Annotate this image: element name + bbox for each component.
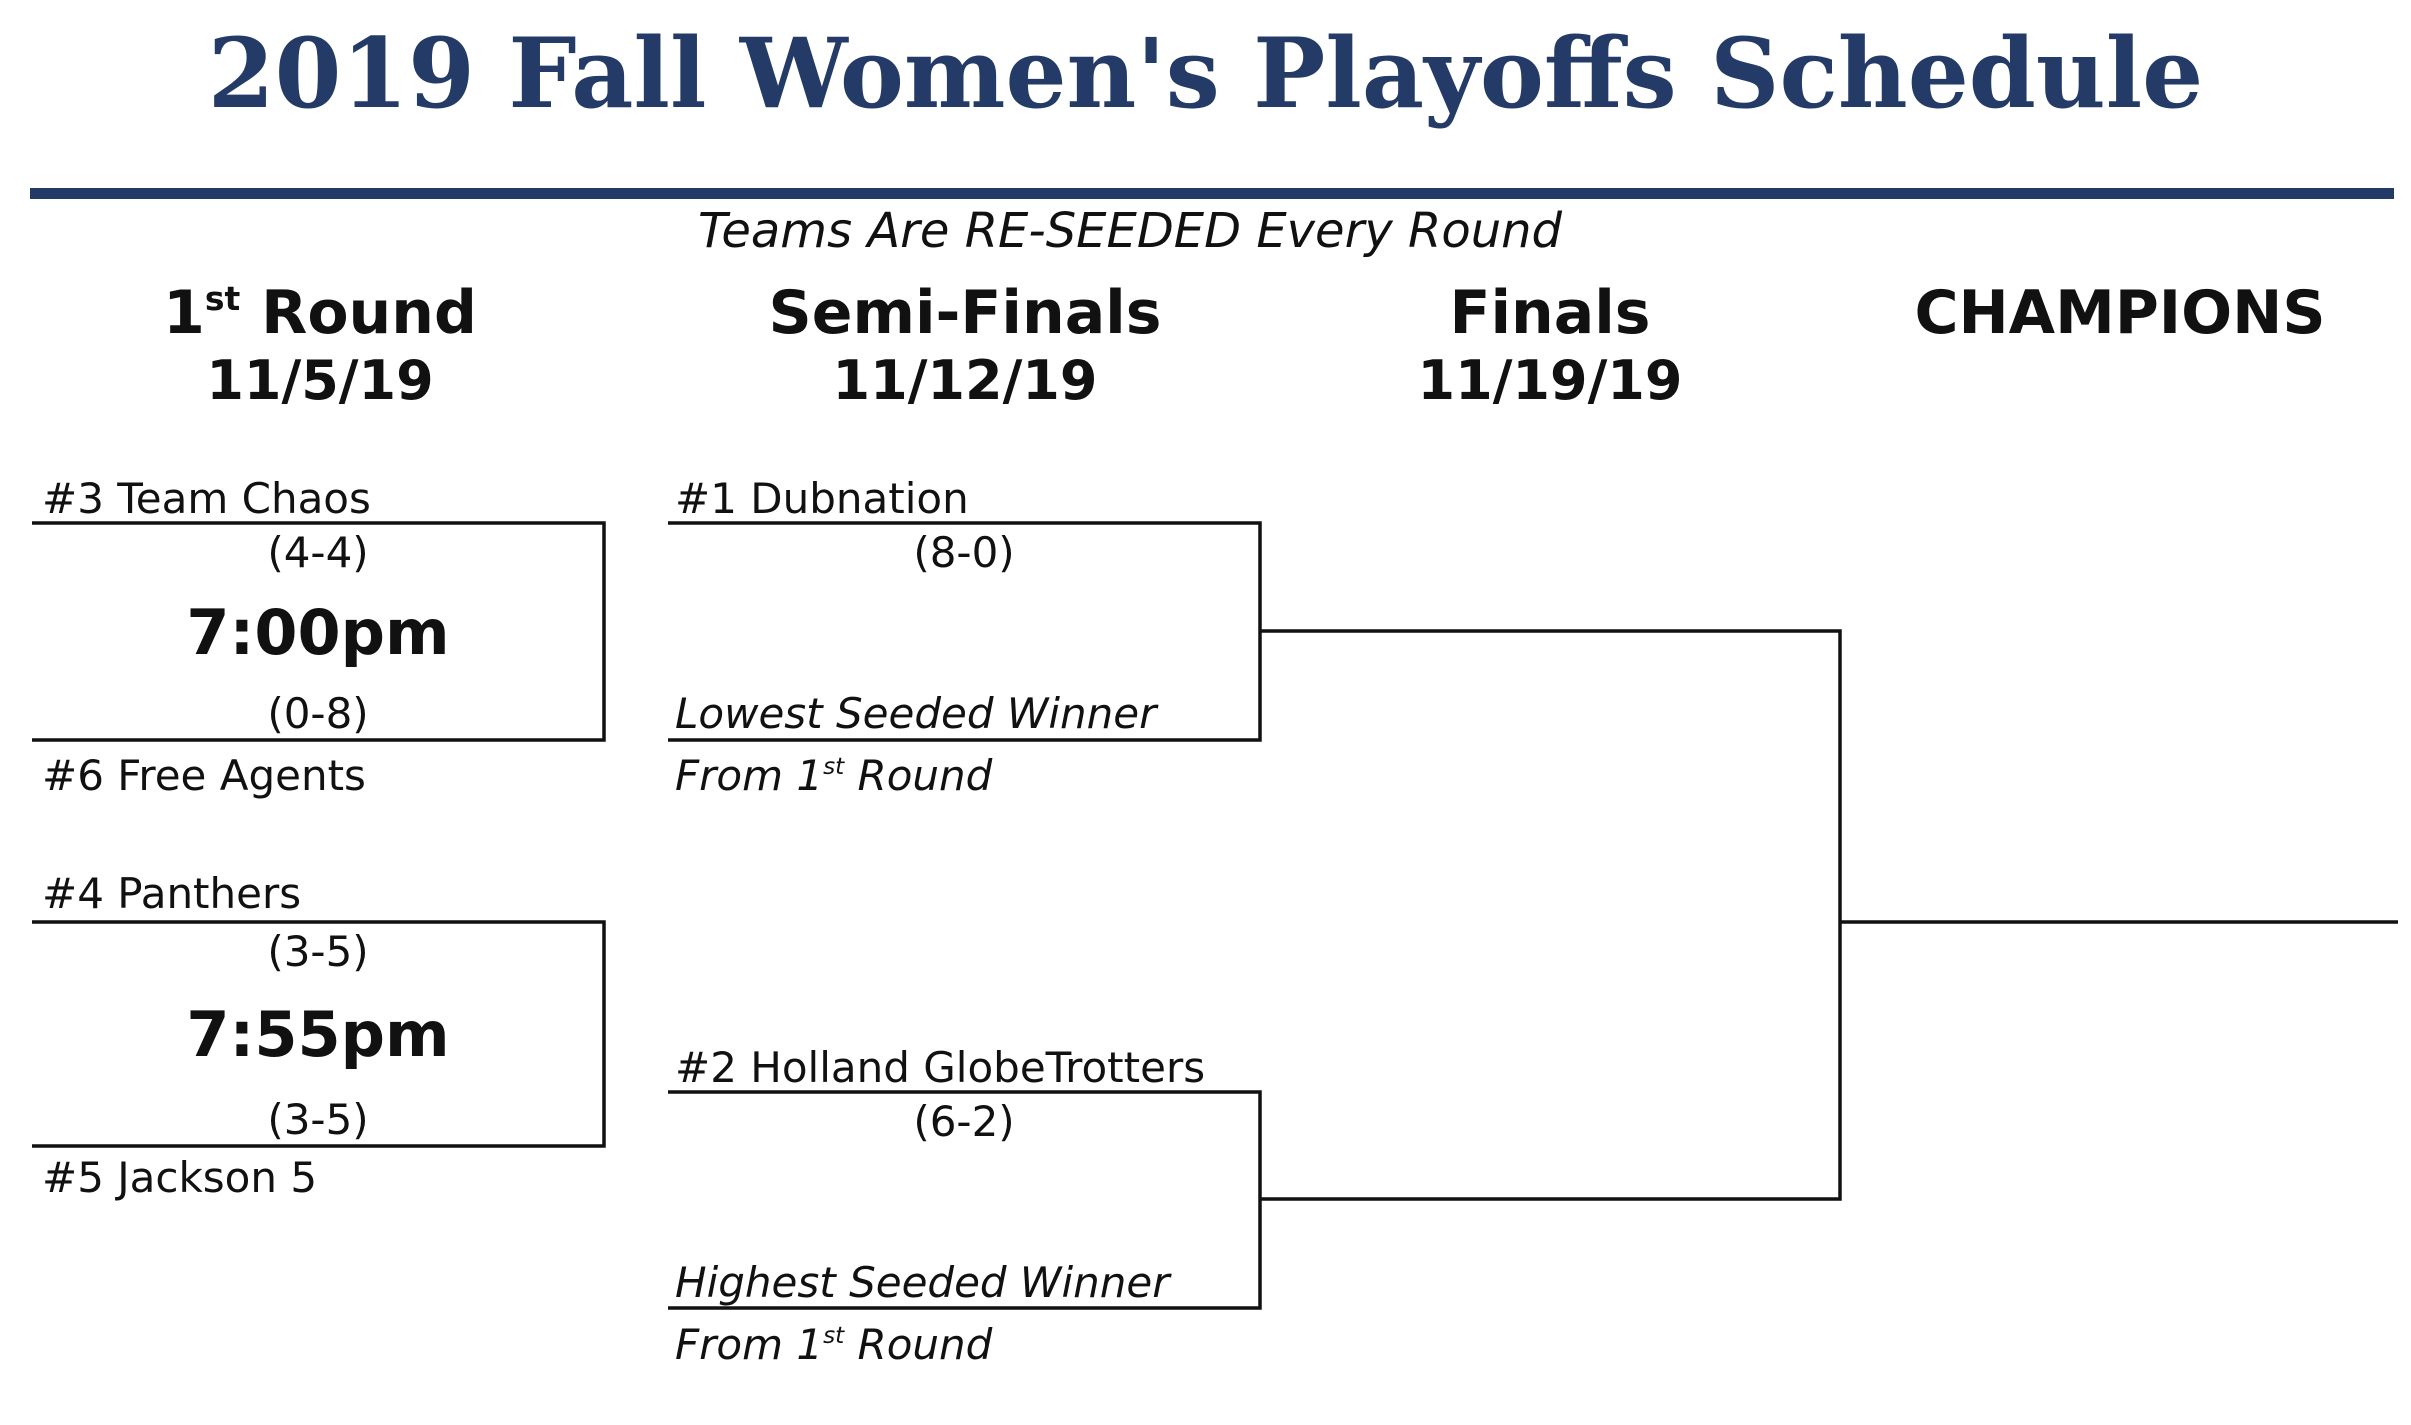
reseed-note: Teams Are RE-SEEDED Every Round	[697, 203, 1563, 259]
from-first-round-note-1: From 1st Round	[675, 751, 993, 800]
game-time-2: 7:55pm	[186, 998, 450, 1071]
record-holland-globetrotters: (6-2)	[913, 1097, 1015, 1146]
round-date-finals: 11/19/19	[1417, 349, 1683, 412]
team-team-chaos: #3 Team Chaos	[42, 474, 371, 523]
record-team-chaos: (4-4)	[267, 528, 369, 577]
lowest-seeded-winner-note: Lowest Seeded Winner	[675, 689, 1157, 738]
team-dubnation: #1 Dubnation	[675, 474, 969, 523]
team-holland-globetrotters: #2 Holland GlobeTrotters	[675, 1043, 1206, 1092]
team-panthers: #4 Panthers	[42, 869, 302, 918]
game-time-1: 7:00pm	[186, 596, 450, 669]
record-dubnation: (8-0)	[913, 528, 1015, 577]
round-header-first-round: 1st Round	[163, 278, 477, 348]
bracket-line-finals	[1260, 629, 1842, 1201]
highest-seeded-winner-note: Highest Seeded Winner	[675, 1258, 1170, 1307]
round-header-champions: CHAMPIONS	[1914, 278, 2326, 348]
round-date-semi-finals: 11/12/19	[832, 349, 1098, 412]
round-date-first-round: 11/5/19	[206, 349, 434, 412]
page-title: 2019 Fall Women's Playoffs Schedule	[207, 17, 2204, 130]
bracket-line-first-round-game-1	[32, 521, 606, 742]
team-free-agents: #6 Free Agents	[42, 751, 366, 800]
record-free-agents: (0-8)	[267, 689, 369, 738]
record-jackson-5: (3-5)	[267, 1095, 369, 1144]
round-header-semi-finals: Semi-Finals	[768, 278, 1162, 348]
title-divider	[30, 188, 2394, 199]
record-panthers: (3-5)	[267, 927, 369, 976]
round-header-finals: Finals	[1449, 278, 1651, 348]
from-first-round-note-2: From 1st Round	[675, 1320, 993, 1369]
team-jackson-5: #5 Jackson 5	[42, 1153, 318, 1202]
bracket-line-first-round-game-2	[32, 920, 606, 1148]
